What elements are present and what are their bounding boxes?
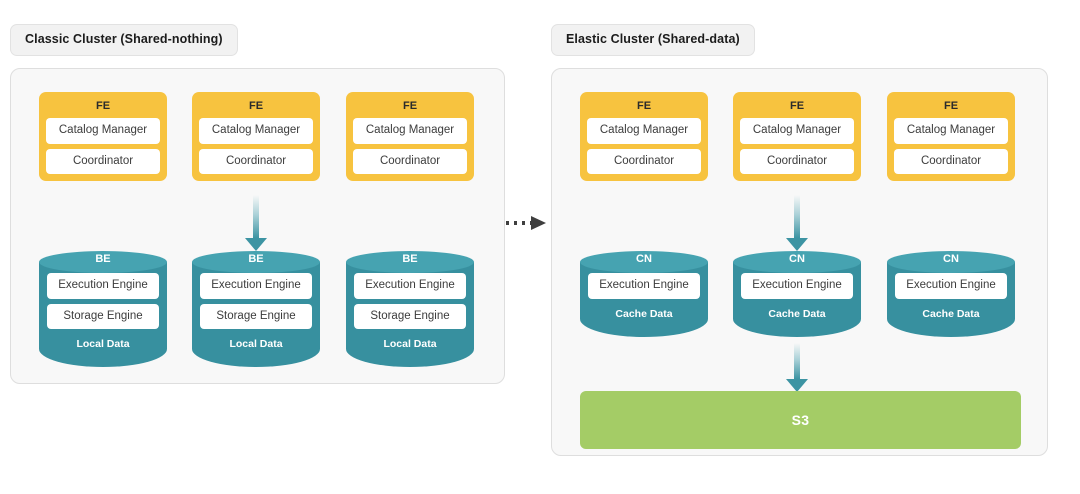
cn-node-title: CN [636, 253, 652, 265]
fe-node-title: FE [248, 100, 264, 112]
fe-node-title: FE [636, 100, 652, 112]
execution-engine-box: Execution Engine [354, 273, 466, 299]
cn-node-content: Execution Engine Cache Data [887, 273, 1015, 319]
cache-data-label: Cache Data [922, 307, 980, 320]
cn-node-title: CN [789, 253, 805, 265]
local-data-label: Local Data [76, 338, 130, 350]
elastic-fe-node-2[interactable]: FE Catalog Manager Coordinator [733, 92, 861, 181]
cache-data-label: Cache Data [768, 307, 826, 320]
execution-engine-box: Execution Engine [741, 273, 853, 299]
fe-node-title: FE [95, 100, 111, 112]
coordinator-box: Coordinator [199, 148, 313, 174]
coordinator-box: Coordinator [46, 148, 160, 174]
execution-engine-box: Execution Engine [895, 273, 1007, 299]
arrow-head-icon [786, 379, 808, 392]
be-node-content: Execution Engine Storage Engine Local Da… [346, 273, 474, 350]
classic-cluster-title-badge: Classic Cluster (Shared-nothing) [10, 24, 238, 56]
local-data-label: Local Data [229, 338, 283, 350]
elastic-fe-node-3[interactable]: FE Catalog Manager Coordinator [887, 92, 1015, 181]
catalog-manager-box: Catalog Manager [199, 118, 313, 144]
cylinder-top [192, 251, 320, 273]
arrow-shaft [253, 195, 259, 238]
cache-data-label: Cache Data [615, 307, 673, 320]
arrow-shaft [794, 343, 800, 379]
be-node-content: Execution Engine Storage Engine Local Da… [192, 273, 320, 350]
catalog-manager-box: Catalog Manager [46, 118, 160, 144]
fe-node-title: FE [943, 100, 959, 112]
cylinder-top [887, 251, 1015, 273]
fe-node-title: FE [789, 100, 805, 112]
cylinder-top [733, 251, 861, 273]
elastic-cluster-panel: FE Catalog Manager Coordinator FE Catalo… [551, 68, 1048, 456]
arrow-head-icon [786, 238, 808, 251]
fe-node-title: FE [402, 100, 418, 112]
coordinator-box: Coordinator [894, 148, 1008, 174]
classic-be-node-3[interactable]: BE Execution Engine Storage Engine Local… [346, 251, 474, 371]
elastic-cluster-title-badge: Elastic Cluster (Shared-data) [551, 24, 755, 56]
elastic-cn-node-3[interactable]: CN Execution Engine Cache Data [887, 251, 1015, 341]
storage-engine-box: Storage Engine [200, 303, 312, 329]
classic-be-node-1[interactable]: BE Execution Engine Storage Engine Local… [39, 251, 167, 371]
execution-engine-box: Execution Engine [200, 273, 312, 299]
storage-engine-box: Storage Engine [47, 303, 159, 329]
execution-engine-box: Execution Engine [588, 273, 700, 299]
coordinator-box: Coordinator [740, 148, 854, 174]
elastic-fe-to-cn-arrow [786, 195, 808, 251]
classic-cluster-panel: FE Catalog Manager Coordinator FE Catalo… [10, 68, 505, 384]
elastic-cn-node-1[interactable]: CN Execution Engine Cache Data [580, 251, 708, 341]
be-node-title: BE [248, 253, 264, 265]
elastic-cn-to-s3-arrow [786, 343, 808, 392]
catalog-manager-box: Catalog Manager [587, 118, 701, 144]
cn-node-content: Execution Engine Cache Data [580, 273, 708, 319]
local-data-label: Local Data [383, 338, 437, 350]
catalog-manager-box: Catalog Manager [353, 118, 467, 144]
cn-node-title: CN [943, 253, 959, 265]
coordinator-box: Coordinator [353, 148, 467, 174]
be-node-title: BE [402, 253, 418, 265]
classic-fe-node-3[interactable]: FE Catalog Manager Coordinator [346, 92, 474, 181]
s3-object-storage-block[interactable]: S3 [580, 391, 1021, 449]
elastic-cn-node-2[interactable]: CN Execution Engine Cache Data [733, 251, 861, 341]
coordinator-box: Coordinator [587, 148, 701, 174]
arrow-head-icon [245, 238, 267, 251]
cylinder-top [346, 251, 474, 273]
classic-be-node-2[interactable]: BE Execution Engine Storage Engine Local… [192, 251, 320, 371]
execution-engine-box: Execution Engine [47, 273, 159, 299]
be-node-content: Execution Engine Storage Engine Local Da… [39, 273, 167, 350]
dashed-arrow-right-icon [506, 216, 546, 230]
storage-engine-box: Storage Engine [354, 303, 466, 329]
catalog-manager-box: Catalog Manager [740, 118, 854, 144]
cylinder-top [39, 251, 167, 273]
classic-fe-node-2[interactable]: FE Catalog Manager Coordinator [192, 92, 320, 181]
cn-node-content: Execution Engine Cache Data [733, 273, 861, 319]
cylinder-top [580, 251, 708, 273]
elastic-fe-node-1[interactable]: FE Catalog Manager Coordinator [580, 92, 708, 181]
be-node-title: BE [95, 253, 111, 265]
catalog-manager-box: Catalog Manager [894, 118, 1008, 144]
arrow-shaft [794, 195, 800, 238]
classic-fe-node-1[interactable]: FE Catalog Manager Coordinator [39, 92, 167, 181]
classic-fe-to-be-arrow [245, 195, 267, 251]
